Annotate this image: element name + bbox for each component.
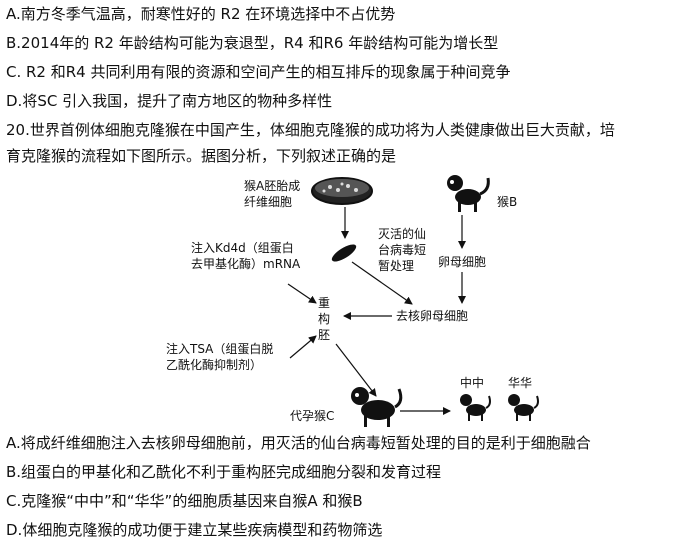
kd4d-label-2: 去甲基化酶）mRNA — [191, 256, 301, 271]
zhongzhong-label: 中中 — [460, 375, 484, 390]
reconstructed-embryo-1: 重 — [318, 296, 330, 310]
surrogate-monkey-c-icon — [351, 387, 403, 427]
tsa-label-2: 乙酰化酶抑制剂） — [166, 357, 262, 372]
arrow-embryo-to-surrogate — [335, 343, 377, 397]
option-b: B.组蛋白的甲基化和乙酰化不利于重构胚完成细胞分裂和发育过程 — [6, 463, 442, 481]
arrow-cell-to-enucleated — [351, 261, 413, 305]
option-c: C.克隆猴“中中”和“华华”的细胞质基因来自猴A 和猴B — [6, 492, 363, 510]
surrogate-label: 代孕猴C — [290, 409, 334, 423]
huahua-label: 华华 — [508, 376, 532, 390]
fibroblast-label-1: 猴A胚胎成 — [244, 179, 300, 193]
question-20-stem-line1: 20.世界首例体细胞克隆猴在中国产生，体细胞克隆猴的成功将为人类健康做出巨大贡献… — [6, 121, 615, 139]
monkey-b-icon — [447, 175, 490, 212]
reconstructed-embryo-2: 构 — [318, 311, 330, 326]
option-d: D.体细胞克隆猴的成功便于建立某些疾病模型和药物筛选 — [6, 521, 383, 539]
arrow-kd4d-to-embryo — [287, 283, 317, 304]
fibroblast-label-2: 纤维细胞 — [244, 195, 292, 209]
virus-label-1: 灭活的仙 — [378, 226, 426, 241]
huahua-monkey-icon — [508, 394, 539, 421]
kd4d-label-1: 注入Kd4d（组蛋白 — [191, 240, 294, 255]
option-a: A.将成纤维细胞注入去核卵母细胞前，用灭活的仙台病毒短暂处理的目的是利于细胞融合 — [6, 434, 591, 452]
monkey-b-label: 猴B — [497, 195, 517, 209]
oocyte-label: 卵母细胞 — [438, 255, 486, 269]
virus-label-2: 台病毒短 — [378, 242, 426, 257]
statement-c: C. R2 和R4 共同利用有限的资源和空间产生的相互排斥的现象属于种间竞争 — [6, 63, 511, 81]
virus-label-3: 暂处理 — [378, 259, 414, 273]
reconstructed-embryo-3: 胚 — [318, 328, 330, 342]
question-20-stem-line2: 育克隆猴的流程如下图所示。据图分析，下列叙述正确的是 — [6, 147, 397, 165]
petri-dish-icon — [311, 177, 373, 205]
statement-d: D.将SC 引入我国，提升了南方地区的物种多样性 — [6, 92, 333, 110]
tsa-label-1: 注入TSA（组蛋白脱 — [166, 341, 273, 356]
statement-b: B.2014年的 R2 年龄结构可能为衰退型，R4 和R6 年龄结构可能为增长型 — [6, 34, 499, 52]
fibroblast-cell-icon — [331, 244, 357, 262]
statement-a: A.南方冬季气温高，耐寒性好的 R2 在环境选择中不占优势 — [6, 5, 396, 23]
zhongzhong-monkey-icon — [460, 394, 491, 421]
arrow-tsa-to-embryo — [289, 335, 317, 359]
enucleated-oocyte-label: 去核卵母细胞 — [396, 309, 468, 323]
